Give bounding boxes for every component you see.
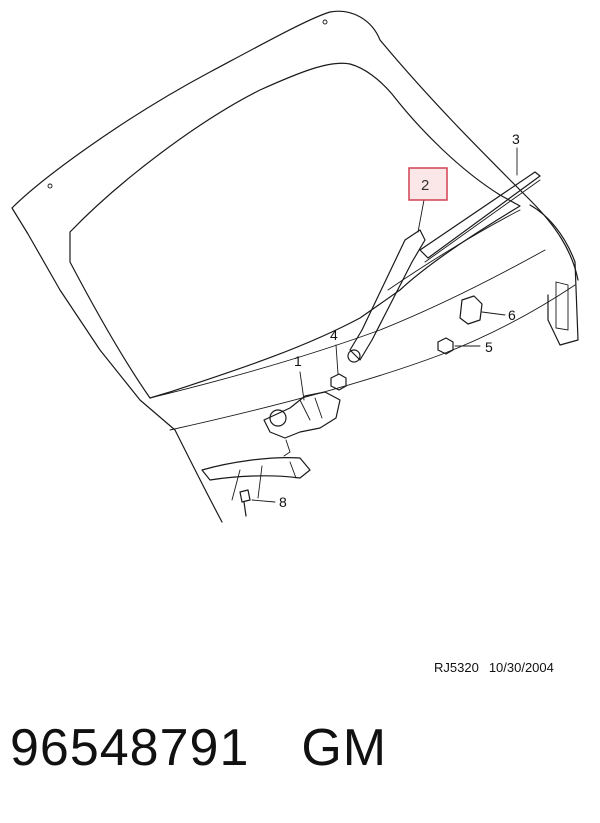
nut-5 (437, 337, 454, 355)
callout-1: 1 (294, 353, 302, 369)
exploded-parts-diagram: 1 2 3 4 5 6 8 (11, 10, 579, 523)
lower-trim-panel (201, 457, 311, 481)
callout-6: 6 (508, 307, 516, 323)
callout-4: 4 (330, 327, 338, 343)
wiper-blade (419, 171, 541, 259)
tail-panel-detail (555, 281, 569, 331)
cap-6 (459, 295, 483, 325)
clip-dot (47, 183, 53, 189)
leader-lines (251, 147, 518, 503)
wiper-motor (263, 391, 341, 439)
reference-code: RJ5320 (434, 660, 479, 675)
clip-dot (322, 19, 328, 25)
callout-8: 8 (279, 494, 287, 510)
callout-5: 5 (485, 339, 493, 355)
reference-date: 10/30/2004 (488, 660, 554, 675)
tail-panel (529, 204, 579, 346)
callout-2: 2 (421, 177, 429, 194)
brand-name: GM (301, 719, 388, 777)
motor-end-cap (269, 409, 287, 427)
motor-detail (283, 397, 323, 457)
bolt-8 (239, 489, 251, 517)
callout-3: 3 (512, 131, 520, 147)
lower-panel-line (149, 249, 546, 399)
lower-trim-detail (231, 461, 297, 501)
wiper-arm-pivot (347, 349, 361, 363)
part-identification: 96548791 GM (10, 718, 387, 778)
wiper-arm (349, 229, 426, 361)
drawing-reference: RJ5320 10/30/2004 (434, 660, 584, 675)
part-number: 96548791 (10, 719, 250, 777)
nut-4 (330, 373, 347, 391)
lower-panel-edge (169, 284, 576, 431)
liftgate-lower-edge (11, 207, 223, 523)
liftgate-outline (11, 10, 579, 281)
rear-glass-outline (69, 62, 521, 399)
liftgate-drawing: 1 2 3 4 5 6 8 (11, 10, 579, 523)
wiper-blade-rubber (424, 179, 541, 263)
glass-inner-line (387, 209, 521, 291)
callout-2-highlight-box (408, 167, 448, 201)
